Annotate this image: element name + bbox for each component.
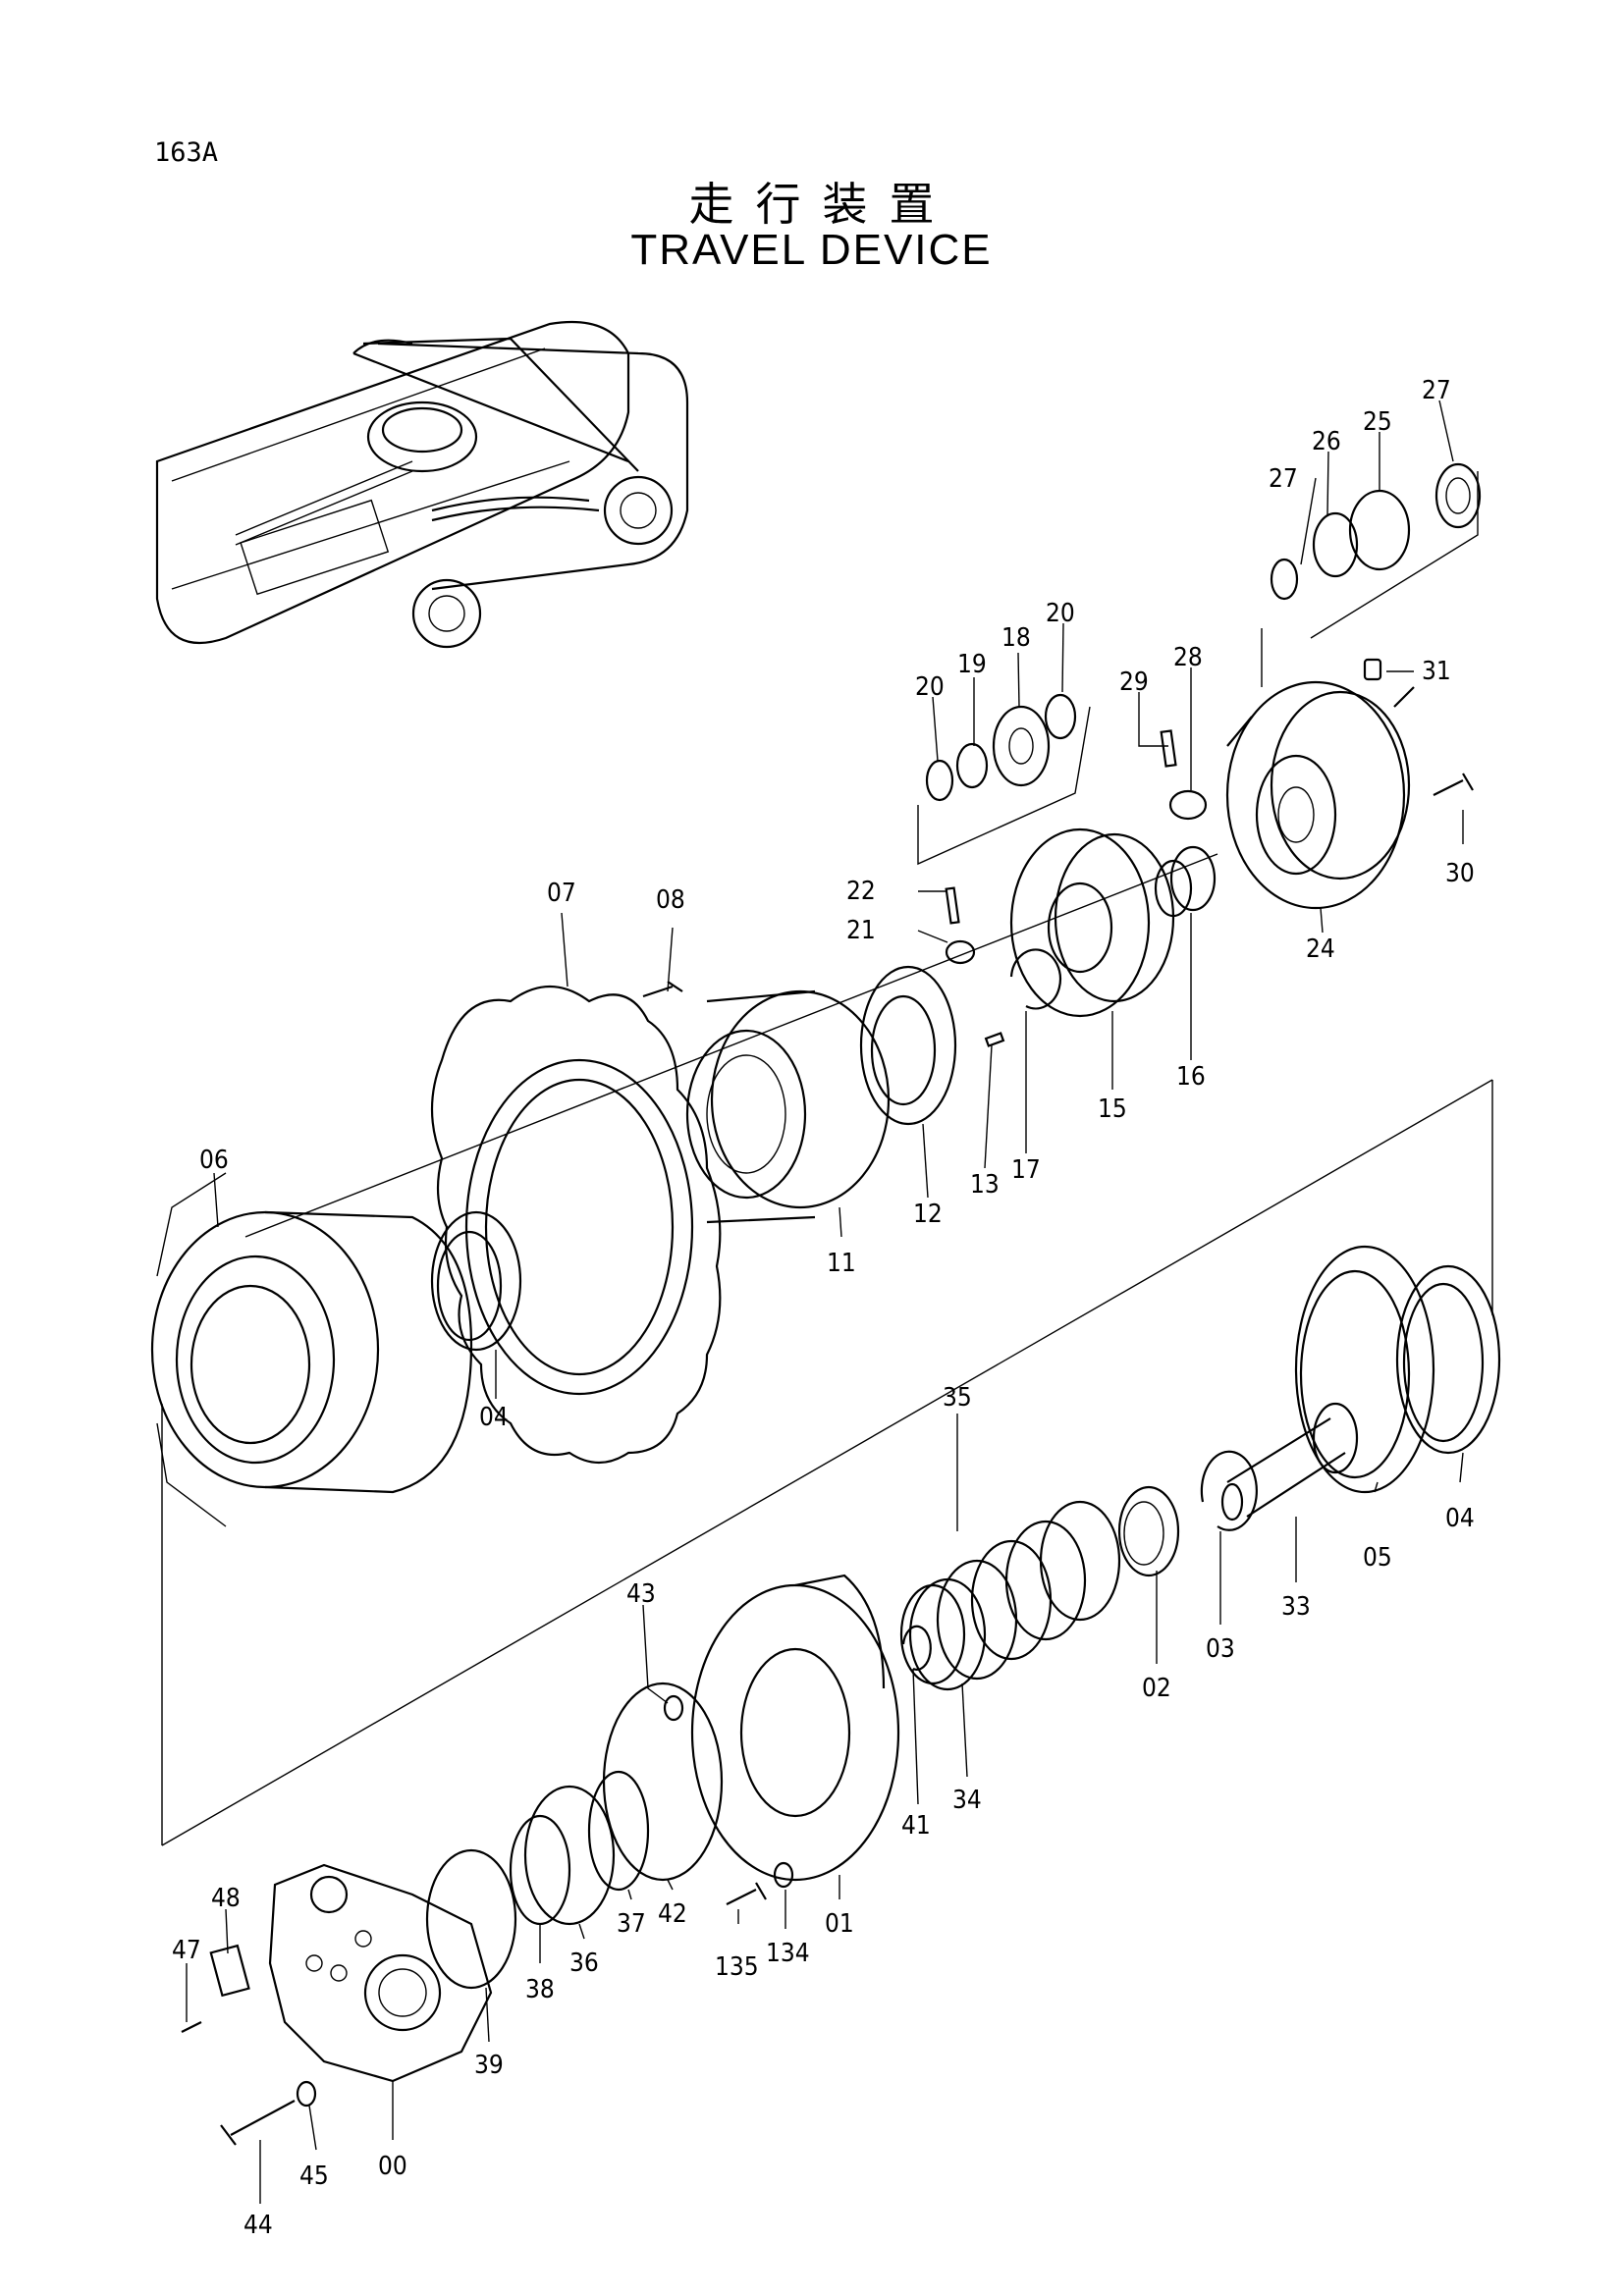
label-16: 16 <box>1176 1062 1206 1092</box>
label-12: 12 <box>913 1200 943 1229</box>
label-29: 29 <box>1119 667 1149 697</box>
label-06: 06 <box>199 1146 229 1175</box>
label-48: 48 <box>211 1884 241 1913</box>
label-35: 35 <box>943 1383 972 1413</box>
label-135: 135 <box>715 1952 759 1982</box>
label-21: 21 <box>846 916 876 945</box>
label-05: 05 <box>1363 1543 1392 1573</box>
label-26: 26 <box>1312 427 1341 456</box>
label-02: 02 <box>1142 1674 1171 1703</box>
label-37: 37 <box>617 1909 646 1939</box>
label-39: 39 <box>474 2051 504 2080</box>
part-labels: 27 25 26 27 31 30 24 28 29 20 18 19 20 2… <box>172 376 1475 2240</box>
label-27: 27 <box>1269 464 1298 494</box>
label-34: 34 <box>952 1786 982 1815</box>
label-41: 41 <box>901 1811 931 1841</box>
label-03: 03 <box>1206 1634 1235 1664</box>
label-07: 07 <box>547 879 576 908</box>
label-13: 13 <box>970 1170 1000 1200</box>
leader-lines <box>186 400 1464 2204</box>
label-134: 134 <box>766 1939 810 1968</box>
label-11: 11 <box>827 1249 856 1278</box>
label-45: 45 <box>299 2162 329 2191</box>
label-24: 24 <box>1306 934 1335 964</box>
label-20: 20 <box>1046 599 1075 628</box>
label-19: 19 <box>957 650 987 679</box>
label-27: 27 <box>1422 376 1451 405</box>
label-22: 22 <box>846 877 876 906</box>
title-japanese: 走行装置 <box>688 178 956 231</box>
label-20: 20 <box>915 672 945 702</box>
label-38: 38 <box>525 1975 555 2004</box>
label-17: 17 <box>1011 1155 1041 1185</box>
exploded-parts <box>150 462 1501 2146</box>
label-47: 47 <box>172 1936 201 1965</box>
label-18: 18 <box>1001 623 1031 653</box>
title-english: TRAVEL DEVICE <box>630 226 993 274</box>
label-08: 08 <box>656 885 685 915</box>
label-42: 42 <box>658 1899 687 1929</box>
label-33: 33 <box>1281 1592 1311 1622</box>
label-04: 04 <box>479 1403 509 1432</box>
undercarriage-overview-illustration <box>155 320 689 649</box>
label-28: 28 <box>1173 643 1203 672</box>
label-30: 30 <box>1445 859 1475 888</box>
label-01: 01 <box>825 1909 854 1939</box>
label-31: 31 <box>1422 657 1451 686</box>
label-36: 36 <box>569 1949 599 1978</box>
label-00: 00 <box>378 2152 407 2181</box>
assembly-frame-lines <box>161 853 1493 1846</box>
label-15: 15 <box>1098 1095 1127 1124</box>
label-43: 43 <box>626 1579 656 1609</box>
label-04: 04 <box>1445 1504 1475 1533</box>
page-code: 163A <box>154 137 219 168</box>
label-25: 25 <box>1363 407 1392 437</box>
label-44: 44 <box>243 2211 273 2240</box>
